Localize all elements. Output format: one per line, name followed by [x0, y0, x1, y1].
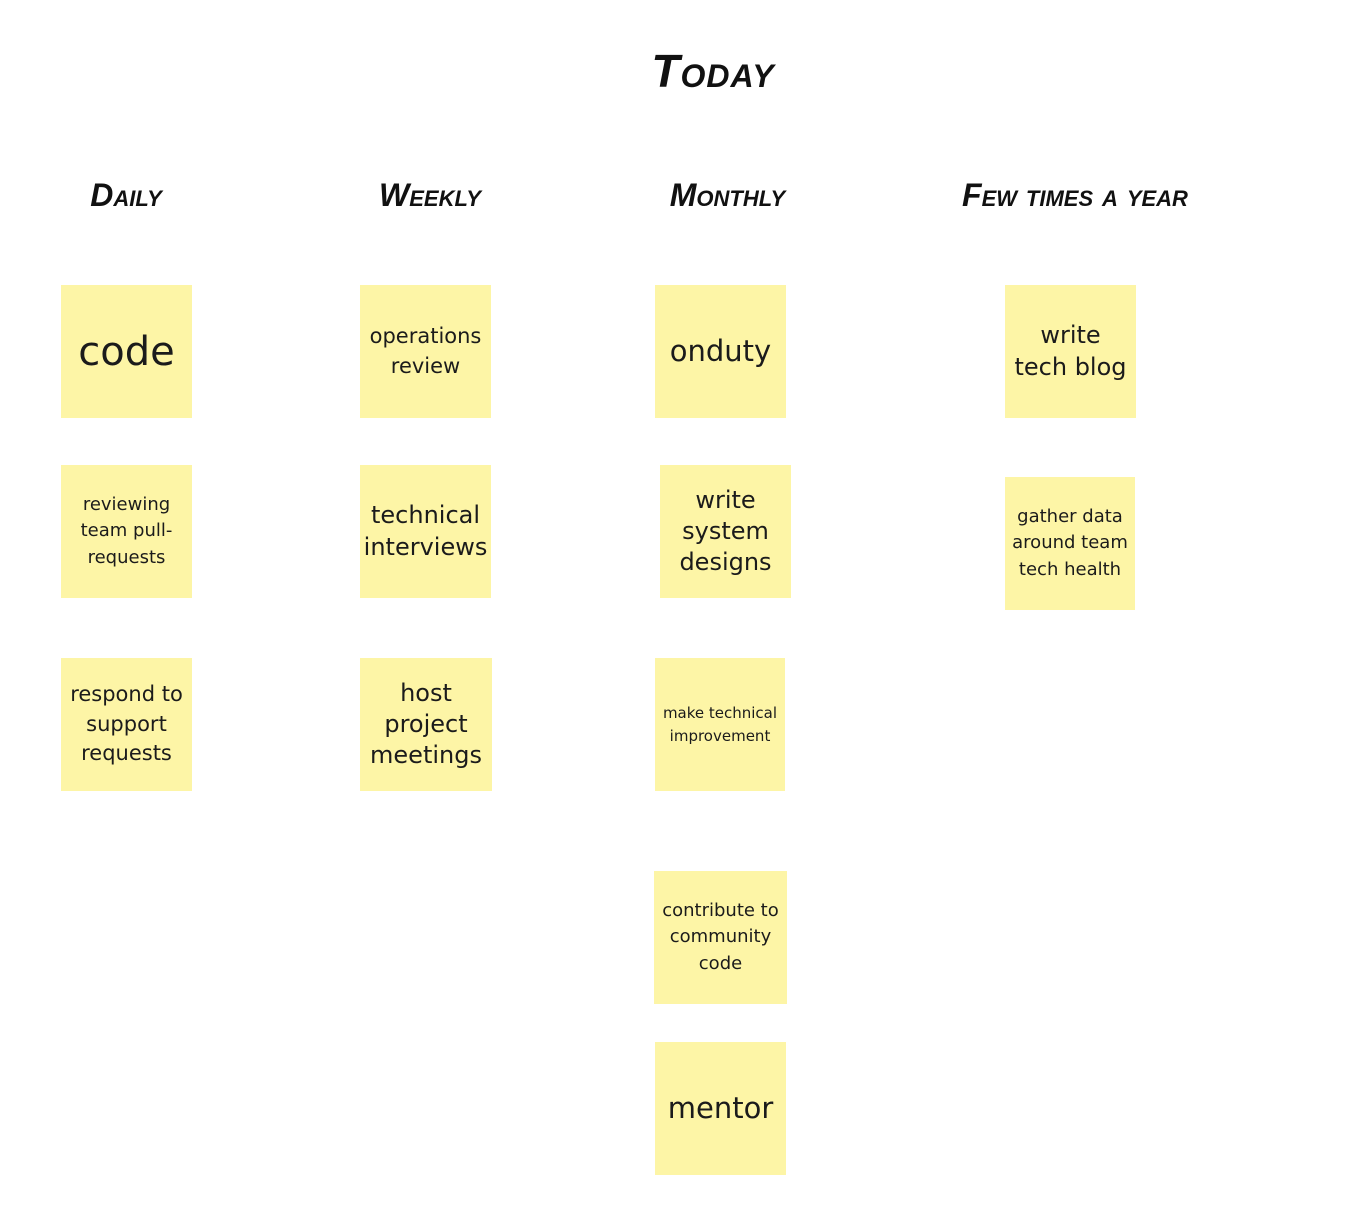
column-heading-few-times-a-year: Few times a year [962, 177, 1188, 213]
sticky-note[interactable]: write tech blog [1005, 285, 1136, 418]
sticky-note-text: gather data around team tech health [1012, 506, 1128, 580]
sticky-note[interactable]: gather data around team tech health [1005, 477, 1135, 610]
sticky-note[interactable]: make technical improvement [655, 658, 785, 791]
sticky-note-text: onduty [669, 334, 772, 369]
sticky-note-text: respond to support requests [70, 682, 183, 766]
sticky-note-text: reviewing team pull-requests [80, 494, 173, 568]
sticky-note[interactable]: reviewing team pull-requests [61, 465, 192, 598]
sticky-note-text: contribute to community code [662, 900, 779, 974]
board-title: Today [651, 45, 775, 97]
sticky-note-text: make technical improvement [662, 704, 778, 745]
sticky-note-text: technical interviews [363, 501, 488, 561]
sticky-note[interactable]: technical interviews [360, 465, 491, 598]
sticky-note[interactable]: host project meetings [360, 658, 492, 791]
sticky-note[interactable]: write system designs [660, 465, 791, 598]
sticky-note[interactable]: onduty [655, 285, 786, 418]
sticky-note[interactable]: operations review [360, 285, 491, 418]
sticky-note-text: operations review [369, 324, 482, 378]
sticky-note-text: write system designs [679, 485, 772, 577]
sticky-note-text: host project meetings [370, 678, 482, 770]
sticky-note[interactable]: contribute to community code [654, 871, 787, 1004]
column-heading-weekly: Weekly [379, 177, 481, 213]
sticky-note[interactable]: code [61, 285, 192, 418]
sticky-note[interactable]: respond to support requests [61, 658, 192, 791]
sticky-note[interactable]: mentor [655, 1042, 786, 1175]
column-heading-daily: Daily [90, 177, 162, 213]
sticky-note-text: write tech blog [1014, 321, 1127, 381]
sticky-note-text: mentor [667, 1091, 774, 1126]
column-heading-monthly: Monthly [669, 177, 786, 213]
sticky-note-text: code [78, 328, 175, 375]
